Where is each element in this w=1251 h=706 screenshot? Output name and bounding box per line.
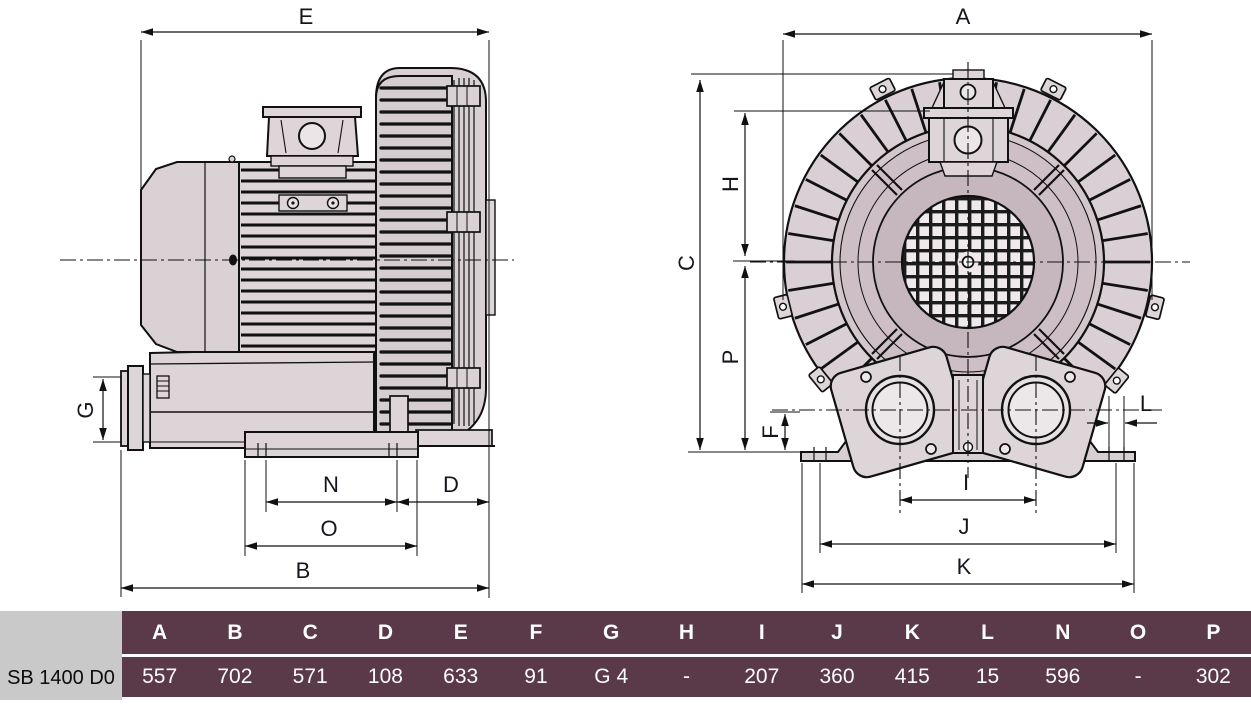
front-centerlines xyxy=(750,62,1190,515)
dimension-drawings: E B G N D O xyxy=(60,4,1190,598)
dim-label-D: D xyxy=(443,472,459,497)
dim-label-G: G xyxy=(73,401,98,418)
table-value-row: 557 702 571 108 633 91 G 4 - 207 360 415… xyxy=(122,657,1251,697)
housing-clamps xyxy=(446,85,481,389)
col-header-O: O xyxy=(1129,620,1147,644)
side-view-drawing: E B G N D O xyxy=(60,4,514,598)
value-H: - xyxy=(682,665,690,688)
col-header-I: I xyxy=(758,620,765,644)
value-G: G 4 xyxy=(594,665,629,688)
col-header-A: A xyxy=(152,620,168,644)
value-P: 302 xyxy=(1195,665,1231,688)
base-plate-side xyxy=(244,431,419,458)
col-header-D: D xyxy=(377,620,394,644)
dim-L: L xyxy=(1087,391,1157,427)
value-E: 633 xyxy=(443,665,479,688)
dim-label-B: B xyxy=(296,558,311,583)
dim-H: H xyxy=(718,113,749,256)
inlet-flange xyxy=(120,365,170,451)
dim-label-N: N xyxy=(323,472,339,497)
blower-housing xyxy=(375,67,496,447)
col-header-P: P xyxy=(1206,620,1221,644)
value-L: 15 xyxy=(975,665,1000,688)
model-label: SB 1400 D0 xyxy=(7,667,115,689)
dim-K: K xyxy=(802,554,1134,588)
value-K: 415 xyxy=(894,665,930,688)
dim-A: A xyxy=(783,4,1152,38)
value-F: 91 xyxy=(524,665,548,688)
dim-E: E xyxy=(141,4,489,36)
dim-label-K: K xyxy=(957,554,972,579)
col-header-J: J xyxy=(831,620,843,644)
motor-end-cap xyxy=(140,155,240,353)
col-header-G: G xyxy=(603,620,620,644)
dim-O: O xyxy=(245,516,417,550)
dim-label-L: L xyxy=(1140,391,1152,416)
terminal-box-side xyxy=(262,106,362,179)
value-C: 571 xyxy=(292,665,328,688)
dim-label-H: H xyxy=(718,176,743,192)
cable-gland xyxy=(298,122,326,150)
guard-spokes xyxy=(871,164,1065,360)
dim-P: P xyxy=(718,266,749,450)
dim-label-F: F xyxy=(758,425,783,438)
dim-J: J xyxy=(820,514,1116,548)
side-extension-lines xyxy=(93,40,490,598)
value-B: 702 xyxy=(217,665,253,688)
value-A: 557 xyxy=(142,665,178,688)
value-D: 108 xyxy=(367,665,403,688)
value-J: 360 xyxy=(819,665,855,688)
value-N: 596 xyxy=(1045,665,1081,688)
col-header-F: F xyxy=(529,620,543,644)
dim-I: I xyxy=(900,470,1036,504)
col-header-K: K xyxy=(904,620,920,644)
col-header-E: E xyxy=(453,620,468,644)
front-view-drawing: A C H P F L I J xyxy=(674,4,1190,593)
dimension-table: SB 1400 D0 A B C D E F G H I J K L N O P… xyxy=(0,611,1251,700)
dim-label-O: O xyxy=(320,516,337,541)
dim-label-P: P xyxy=(718,350,743,365)
front-extension-lines xyxy=(688,40,1153,593)
col-header-C: C xyxy=(302,620,318,644)
value-I: 207 xyxy=(744,665,780,688)
terminal-box-front xyxy=(923,107,1014,177)
dim-N: N xyxy=(266,472,397,506)
dim-F: F xyxy=(758,414,789,450)
dim-label-E: E xyxy=(299,4,314,29)
nameplate-screws xyxy=(278,194,348,212)
dim-B: B xyxy=(121,558,489,592)
value-O: - xyxy=(1134,665,1142,688)
dim-G: G xyxy=(73,379,107,440)
mounting-lugs xyxy=(773,77,1165,394)
col-header-N: N xyxy=(1055,620,1071,644)
col-header-H: H xyxy=(678,620,695,644)
dim-label-I: I xyxy=(963,470,969,495)
dim-label-J: J xyxy=(959,514,970,539)
table-header-row: A B C D E F G H I J K L N O P xyxy=(122,611,1251,657)
col-header-L: L xyxy=(981,620,994,644)
model-cell: SB 1400 D0 xyxy=(0,611,122,700)
dim-label-C: C xyxy=(674,255,699,271)
col-header-B: B xyxy=(227,620,243,644)
dim-C: C xyxy=(674,80,704,450)
dim-label-A: A xyxy=(956,4,971,29)
dim-D: D xyxy=(397,472,489,506)
